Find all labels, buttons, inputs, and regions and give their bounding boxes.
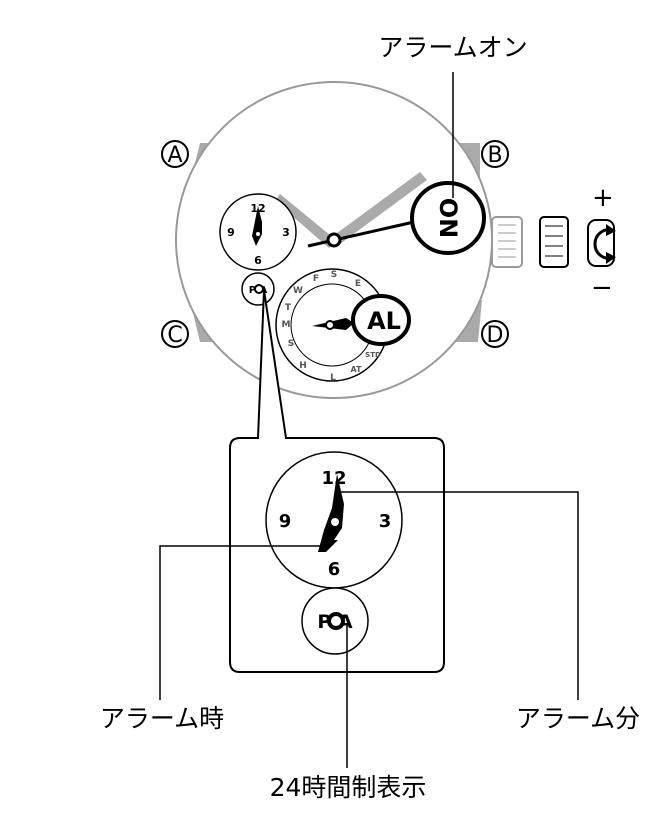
button-c-badge bbox=[161, 320, 189, 348]
crown[interactable] bbox=[491, 216, 523, 268]
ring-mark-e: E bbox=[355, 279, 361, 289]
button-a-label: A bbox=[167, 143, 182, 168]
small-dial-9: 9 bbox=[227, 226, 235, 239]
alarm-hour-label: アラーム時 bbox=[100, 704, 224, 733]
button-b-badge bbox=[481, 140, 509, 168]
ring-mark-l: L bbox=[330, 373, 336, 383]
ring-mark-t: T bbox=[285, 303, 292, 313]
button-d-badge bbox=[481, 320, 509, 348]
ring-mark-at: AT bbox=[350, 365, 362, 374]
alarm-hour-leader bbox=[159, 545, 322, 700]
al-badge bbox=[351, 294, 411, 346]
crown-plus-label: + bbox=[592, 183, 614, 213]
small-dial-6: 6 bbox=[254, 254, 262, 267]
alarm-on-badge bbox=[410, 181, 486, 255]
crown-rotate-icon bbox=[587, 219, 616, 267]
ring-mark-h: H bbox=[299, 361, 307, 371]
small-dial-hands bbox=[252, 206, 262, 246]
ring-mark-s: S bbox=[288, 339, 294, 349]
ring-mark-m: M bbox=[282, 320, 291, 330]
ring-mark-f: F bbox=[313, 274, 319, 284]
button-a-badge bbox=[161, 140, 189, 168]
alarm-minute-label: アラーム分 bbox=[516, 704, 640, 733]
hour-hand bbox=[275, 194, 336, 248]
center-pin bbox=[326, 232, 342, 248]
button-c-label: C bbox=[167, 323, 182, 348]
crown-minus-label: − bbox=[591, 273, 613, 303]
second-hand bbox=[307, 220, 415, 248]
button-b-label: B bbox=[487, 143, 502, 168]
large-dial-6: 6 bbox=[328, 559, 341, 580]
alarm-minute-leader bbox=[341, 491, 579, 700]
small-dial-3: 3 bbox=[282, 226, 290, 239]
crown-detail bbox=[539, 216, 569, 268]
large-dial-12: 12 bbox=[321, 468, 346, 489]
large-dial-3: 3 bbox=[379, 511, 392, 532]
large-dial-9: 9 bbox=[279, 511, 292, 532]
button-d-label: D bbox=[487, 323, 504, 348]
h24-indicator-label: 24時間制表示 bbox=[270, 773, 427, 802]
alarm-on-label: アラームオン bbox=[378, 33, 527, 62]
al-text: AL bbox=[367, 307, 401, 335]
ring-mark-w: W bbox=[293, 286, 303, 296]
ring-mark-s-top: S bbox=[331, 270, 337, 280]
ring-mark-std: STD bbox=[365, 351, 381, 359]
large-dial-hands bbox=[318, 474, 344, 552]
minute-hand bbox=[333, 172, 427, 244]
alarm-on-text: ON bbox=[434, 198, 462, 239]
